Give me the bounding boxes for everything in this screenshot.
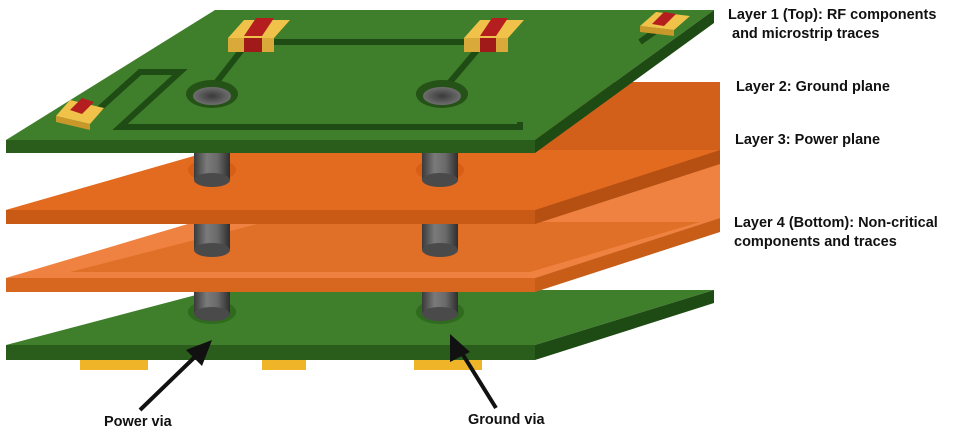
ground-via-label: Ground via	[468, 412, 545, 428]
via-holes-top	[186, 80, 468, 108]
ground-via-arrow	[450, 334, 498, 410]
via-barrels-middle	[194, 222, 458, 257]
layer-3-label-line1: Layer 3: Power plane	[735, 132, 881, 148]
bottom-pad	[80, 359, 148, 370]
layer-1-label-line1: Layer 1 (Top): RF components	[728, 7, 937, 23]
layer-4-board	[6, 290, 714, 360]
microstrip-traces	[95, 25, 662, 130]
layer-1-label: Layer 1 (Top): RF components and microst…	[728, 6, 936, 44]
bottom-pad	[414, 359, 482, 370]
rf-components	[56, 12, 690, 130]
layer-1-board	[6, 10, 714, 153]
smd-component	[228, 18, 290, 52]
bottom-pad	[262, 359, 306, 370]
via-barrels-lower	[188, 290, 464, 324]
bottom-pads	[80, 359, 482, 370]
via-barrels-upper	[188, 150, 464, 187]
smd-component	[464, 18, 524, 52]
smd-component	[640, 12, 690, 36]
layer-3-label: Layer 3: Power plane	[735, 131, 880, 150]
layer-2-label-line1: Layer 2: Ground plane	[736, 79, 890, 95]
layer-4-label-line1: Layer 4 (Bottom): Non-critical	[734, 215, 938, 231]
power-via-label: Power via	[104, 414, 172, 430]
smd-component	[56, 98, 104, 130]
layer-1-label-line2: and microstrip traces	[732, 26, 880, 42]
layer-2-label: Layer 2: Ground plane	[736, 78, 890, 97]
layer-4-label: Layer 4 (Bottom): Non-critical component…	[734, 214, 938, 252]
layer-4-label-line2: components and traces	[734, 234, 897, 250]
power-via-arrow	[138, 340, 212, 412]
